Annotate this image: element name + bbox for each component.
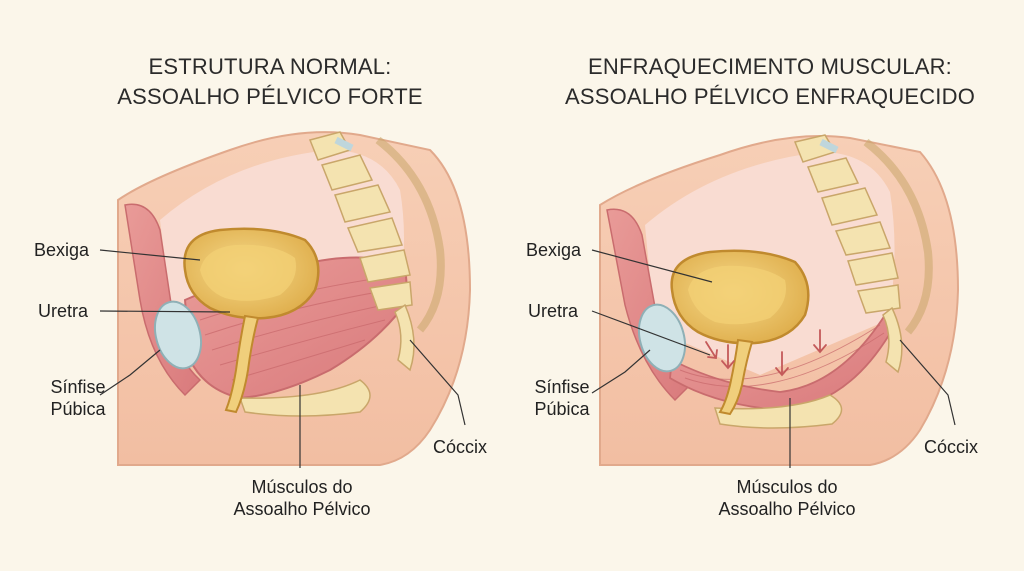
label-urethra-weakened: Uretra — [528, 301, 579, 321]
label-symphysis-weakened: Sínfise Púbica — [522, 376, 602, 420]
descent-arrows — [705, 329, 827, 377]
label-muscles-normal-line2: Assoalho Pélvico — [233, 499, 371, 519]
panel-weakened-art — [591, 134, 960, 468]
pubic-symphysis-2 — [637, 303, 687, 373]
pelvic-bone-base-2 — [713, 394, 843, 429]
panel-normal-title-line2: ASSOALHO PÉLVICO FORTE — [117, 84, 423, 109]
pubic-symphysis — [153, 300, 203, 370]
coccyx-bone — [394, 303, 415, 372]
urethra — [224, 314, 260, 414]
abdominal-wall — [124, 203, 202, 397]
panel-normal-title: ESTRUTURA NORMAL: ASSOALHO PÉLVICO FORTE — [70, 52, 470, 112]
label-urethra-normal: Uretra — [38, 301, 89, 321]
label-muscles-weakened-line1: Músculos do — [736, 477, 838, 497]
panel-weakened-title-line1: ENFRAQUECIMENTO MUSCULAR: — [588, 54, 952, 79]
label-muscles-normal-line1: Músculos do — [251, 477, 353, 497]
sacrum-outline — [375, 136, 445, 333]
leader-lines-weakened — [591, 249, 956, 468]
panel-weakened-title: ENFRAQUECIMENTO MUSCULAR: ASSOALHO PÉLVI… — [535, 52, 1005, 112]
coccyx-bone-2 — [882, 306, 903, 374]
label-symphysis-weakened-line2: Púbica — [534, 399, 590, 419]
label-muscles-weakened: Músculos do Assoalho Pélvico — [697, 476, 877, 520]
leader-lines-normal — [99, 249, 466, 468]
label-symphysis-normal: Sínfise Púbica — [38, 376, 118, 420]
pelvic-bone-base — [238, 379, 371, 417]
label-coccyx-normal: Cóccix — [433, 437, 488, 457]
label-bladder-normal: Bexiga — [34, 240, 90, 260]
label-symphysis-normal-line2: Púbica — [50, 399, 106, 419]
label-symphysis-weakened-line1: Sínfise — [534, 377, 590, 397]
label-muscles-normal: Músculos do Assoalho Pélvico — [212, 476, 392, 520]
spine — [308, 131, 413, 311]
panel-normal-title-line1: ESTRUTURA NORMAL: — [148, 54, 392, 79]
urethra-2 — [718, 338, 754, 416]
label-bladder-weakened: Bexiga — [526, 240, 582, 260]
label-symphysis-normal-line1: Sínfise — [50, 377, 106, 397]
panel-normal-art — [99, 131, 472, 468]
label-coccyx-weakened: Cóccix — [924, 437, 979, 457]
panel-weakened-title-line2: ASSOALHO PÉLVICO ENFRAQUECIDO — [564, 84, 976, 109]
label-muscles-weakened-line2: Assoalho Pélvico — [718, 499, 856, 519]
